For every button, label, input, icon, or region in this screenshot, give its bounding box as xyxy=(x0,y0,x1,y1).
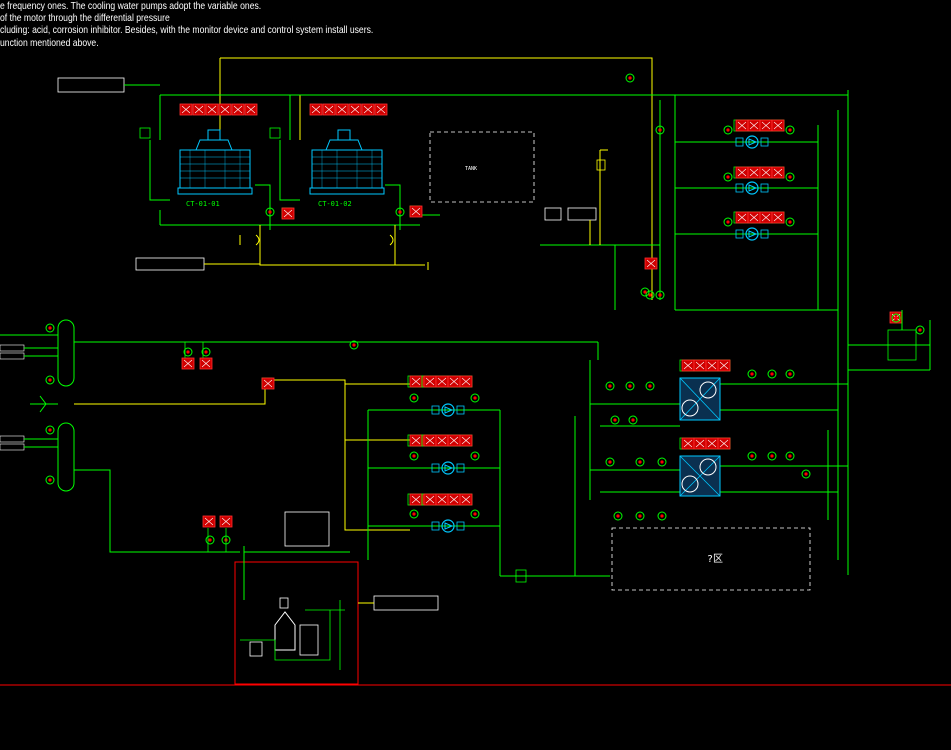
design-note-line-1: e frequency ones. The cooling water pump… xyxy=(0,0,262,12)
chilled-water-main-header xyxy=(440,73,849,575)
pump-row-3 xyxy=(675,212,818,241)
pump-row-5 xyxy=(368,435,500,475)
chiller-2 xyxy=(679,438,730,497)
cooling-tower-1: CT-01-01 xyxy=(177,129,253,208)
pump-row-1 xyxy=(675,120,818,149)
expansion-tank-group xyxy=(887,310,931,370)
pump-row-4 xyxy=(368,376,500,417)
svg-text:TANK: TANK xyxy=(465,166,477,172)
design-note-line-4: unction mentioned above. xyxy=(0,37,99,49)
design-note-line-3: cluding: acid, corrosion inhibitor. Besi… xyxy=(0,24,374,36)
tower1-alarm-row xyxy=(179,103,258,116)
zone-label: ?区 xyxy=(707,553,723,565)
pump-row-6 xyxy=(368,494,500,533)
design-note-line-2: of the motor through the differential pr… xyxy=(0,12,170,24)
tower2-alarm-row xyxy=(309,103,388,116)
tower1-label: CT-01-01 xyxy=(186,200,220,208)
cooling-tower-section: CT-01-01 CT-01-02 xyxy=(57,57,653,300)
condenser-water-pump-group xyxy=(367,376,610,583)
distribution-headers xyxy=(0,319,599,553)
tower2-label: CT-01-02 xyxy=(318,200,352,208)
chilled-water-pump-group-top xyxy=(655,120,818,241)
dashed-zone-bottom-right: ?区 xyxy=(611,527,811,591)
water-treatment-frame xyxy=(0,511,951,686)
chiller-section xyxy=(589,344,930,521)
cooling-tower-2: CT-01-02 xyxy=(309,129,385,208)
chiller-1 xyxy=(679,360,730,421)
pump-row-2 xyxy=(675,167,818,195)
